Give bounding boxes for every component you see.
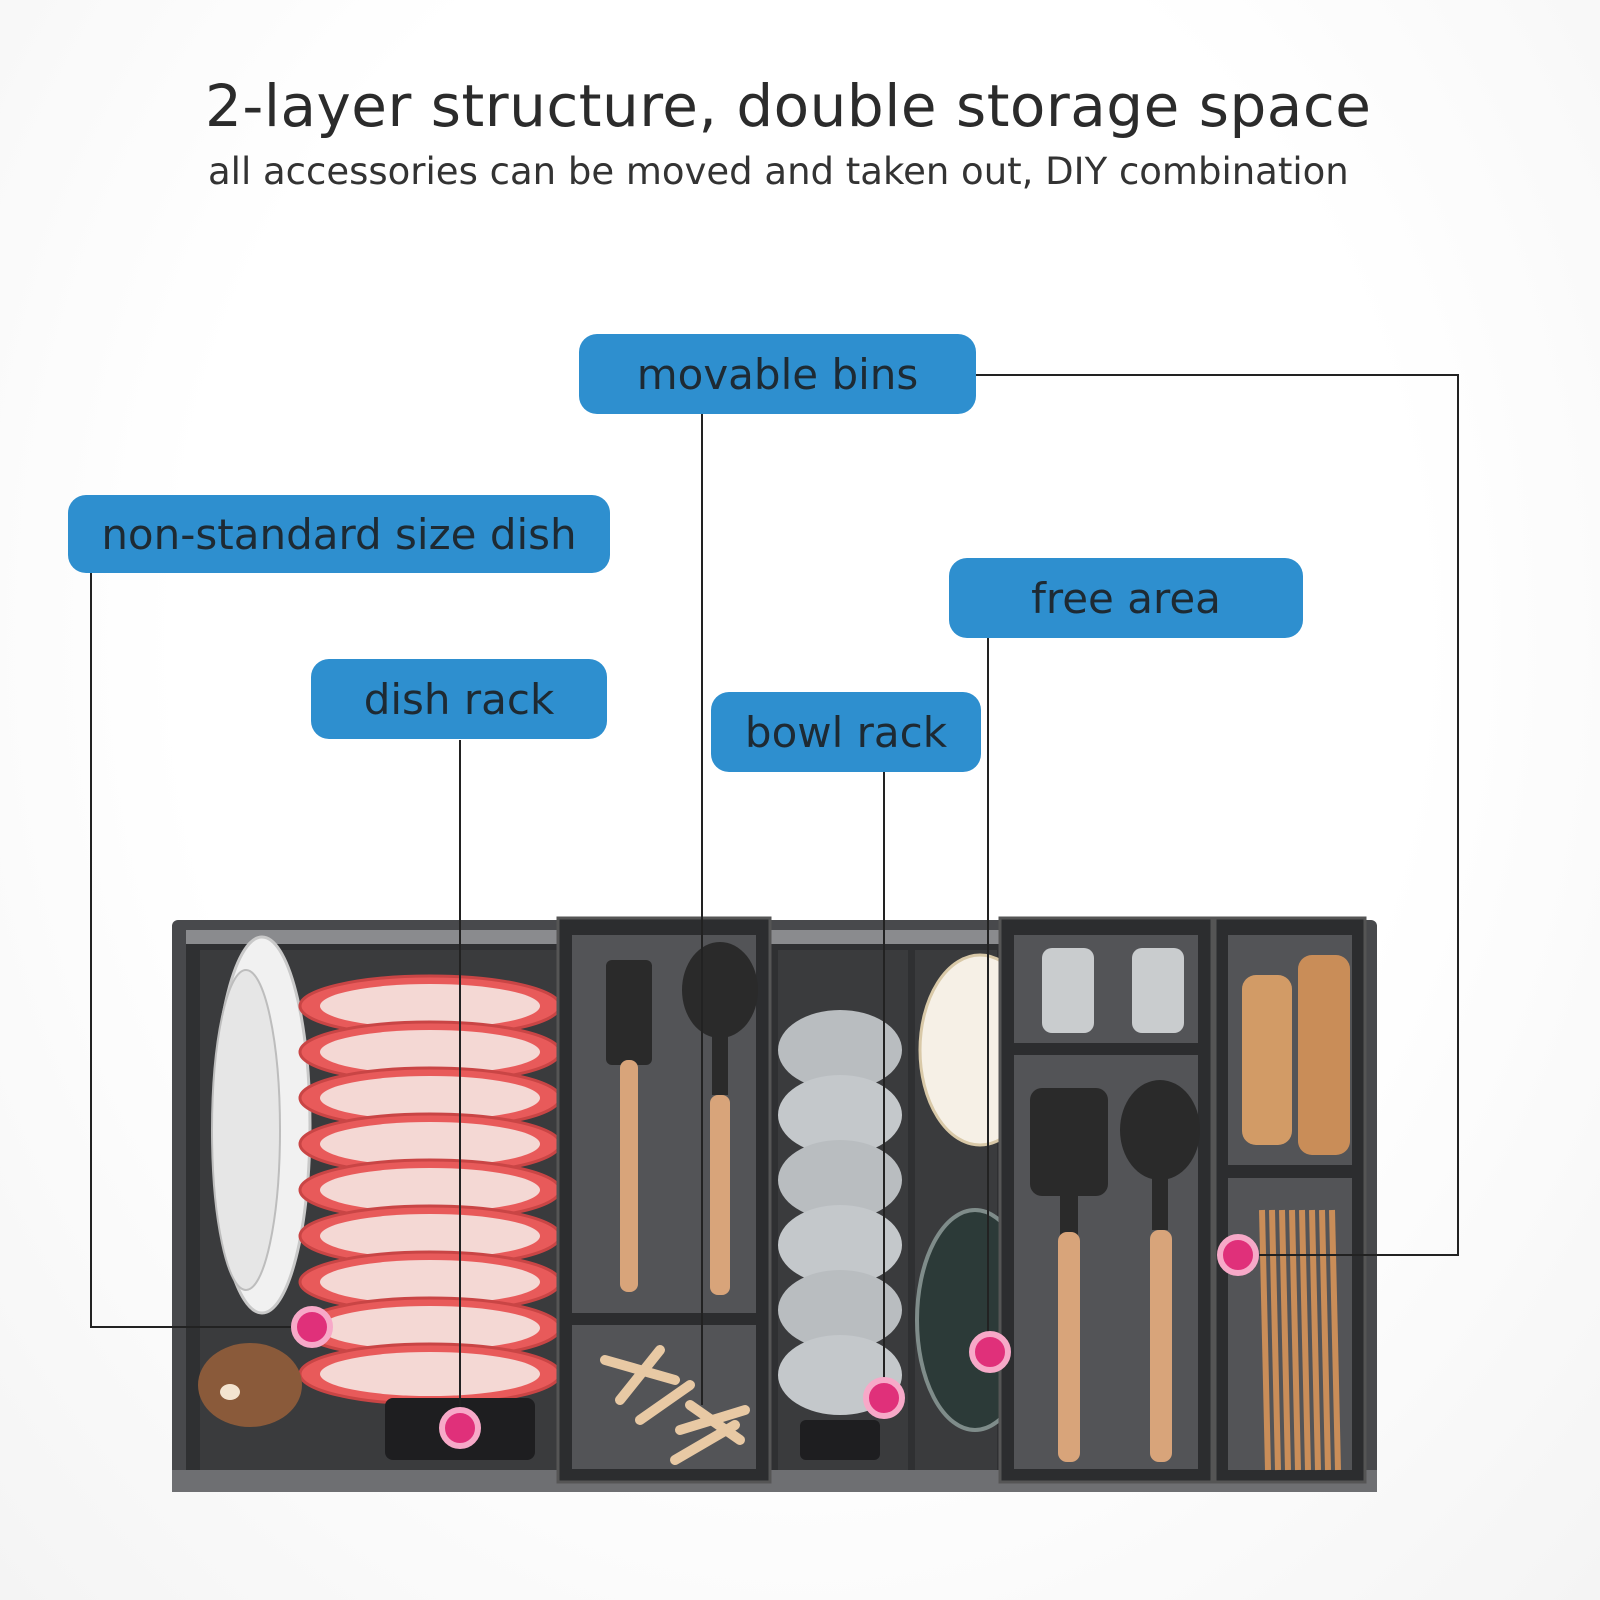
line-non-standard-dish [90, 573, 308, 1328]
callout-non-standard-size-dish: non-standard size dish [68, 495, 610, 573]
platter-2 [211, 969, 281, 1291]
leader-lines [90, 374, 1459, 1425]
grinder-1 [1242, 975, 1292, 1145]
marker-movable-bins [1217, 1234, 1259, 1276]
marker-non-standard-dish [291, 1306, 333, 1348]
chopsticks [1259, 1209, 1341, 1471]
line-movable-bins-right [976, 374, 1459, 1256]
spoon-handle [710, 1095, 730, 1295]
markers [291, 1234, 1259, 1449]
callout-bowl-rack: bowl rack [711, 692, 981, 772]
pasta-server-head [1120, 1080, 1200, 1180]
clips [600, 1345, 750, 1465]
callout-dish-rack: dish rack [311, 659, 607, 739]
dish-rack-section [198, 935, 565, 1470]
shaker-utensil-bin [998, 916, 1214, 1484]
grinder-chopstick-bin [1213, 916, 1367, 1484]
plates-stack [298, 974, 562, 1406]
pasta-server-handle [1150, 1230, 1172, 1462]
marker-bowl-rack [863, 1377, 905, 1419]
marker-dish-rack [439, 1407, 481, 1449]
page-title: 2-layer structure, double storage space [205, 72, 1372, 140]
utensil-bin [556, 916, 772, 1484]
brush-handle [620, 1060, 638, 1292]
wooden-bowl [198, 1343, 302, 1427]
brush-head [606, 960, 652, 1065]
marker-free-area [969, 1331, 1011, 1373]
grinder-2 [1298, 955, 1350, 1155]
callout-free-area: free area [949, 558, 1303, 638]
shaker-2 [1132, 948, 1184, 1033]
spoon-head [682, 942, 758, 1038]
page-subtitle: all accessories can be moved and taken o… [208, 150, 1349, 193]
shaker-1 [1042, 948, 1094, 1033]
callout-movable-bins: movable bins [579, 334, 976, 414]
spatula-handle [1058, 1232, 1080, 1462]
spatula-head [1030, 1088, 1108, 1196]
